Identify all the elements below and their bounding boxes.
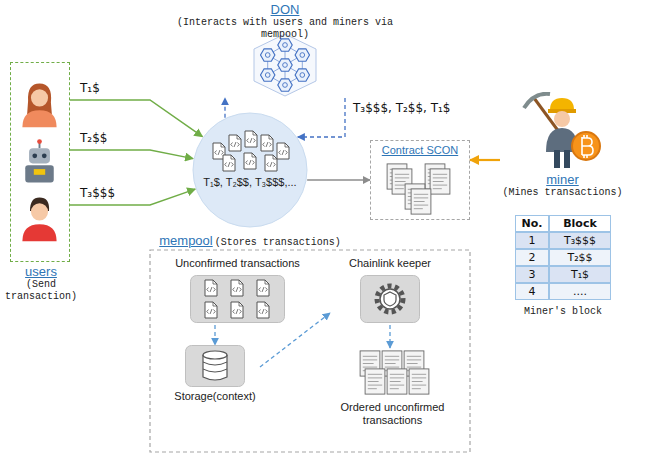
node-text: Chainlink keeper [330, 257, 450, 270]
node-text-area: miner(Mines transactions) [500, 92, 625, 199]
node-text-area: Chainlink keeper [330, 257, 450, 270]
miner-figure [520, 92, 605, 170]
node-text-area: Ordered unconfirmed transactions [325, 348, 460, 427]
node-heading: DON [150, 2, 420, 17]
node-text: (Mines transactions) [500, 187, 625, 199]
flow-arrow [389, 325, 390, 348]
node-text: Ordered unconfirmed transactions [325, 401, 460, 427]
node-text-area: DON(Interacts with users and miners via … [150, 2, 420, 41]
storage-icon [185, 345, 245, 387]
table-cell: T₃$$$ [549, 232, 611, 249]
ordered-box: Ordered unconfirmed transactions [325, 348, 460, 427]
transaction-label: T₂$$ [78, 131, 109, 145]
node-text: (Interacts with users and miners via mem… [150, 17, 420, 41]
unconfirmed-box: Unconfirmed transactions [165, 257, 310, 325]
flow-arrow [70, 150, 193, 159]
table-cell: .... [549, 283, 611, 300]
table-cell: T₁$ [549, 266, 611, 283]
network-node: DON(Interacts with users and miners via … [150, 2, 420, 98]
network-icon [245, 33, 325, 97]
contract-box: Contract SCON [370, 140, 470, 220]
table-cell: 3 [515, 266, 549, 283]
node-caption-area: users(Send transaction) [0, 264, 83, 303]
flow-arrow [214, 325, 215, 345]
flow-arrow [307, 179, 370, 181]
storage-box: Storage(context) [170, 345, 260, 403]
node-text: (Stores transactions) [215, 237, 341, 249]
node-text: Storage(context) [170, 390, 260, 403]
process-group-box [150, 250, 470, 452]
table-cell: 1 [515, 232, 549, 249]
node-heading: Contract SCON [371, 144, 469, 157]
transaction-label: T₃$$$ [78, 186, 117, 200]
table-caption: Miner's block [505, 306, 621, 317]
unconfirmed-icon [190, 275, 285, 323]
user-group-box: users(Send transaction) [10, 62, 70, 262]
node-text-area: Storage(context) [170, 345, 260, 403]
mempool-circle: mempool(Stores transactions)T₁$, T₂$$, T… [192, 112, 308, 228]
table-cell: Block [549, 215, 611, 232]
flow-arrow [470, 159, 500, 161]
table-cell: No. [515, 215, 549, 232]
table-cell: 2 [515, 249, 549, 266]
keeper-icon [360, 275, 420, 323]
node-heading: miner [500, 172, 625, 187]
node-heading: users [0, 264, 83, 279]
transaction-label: T₃$$$, T₂$$, T₁$ [351, 101, 453, 115]
node-heading: mempool [159, 233, 212, 248]
user-icons [11, 63, 68, 260]
mempool-circle-shape [192, 112, 308, 228]
ordered-pages-icon [355, 348, 430, 398]
node-text: Unconfirmed transactions [165, 257, 310, 270]
table-cell: 4 [515, 283, 549, 300]
keeper-box: Chainlink keeper [330, 257, 450, 325]
node-caption-area: mempool(Stores transactions) [120, 231, 380, 249]
flow-arrow [298, 98, 345, 137]
node-text-area: Contract SCON [371, 141, 469, 157]
node-text: (Send transaction) [0, 279, 83, 303]
contract-pages-icon [384, 161, 456, 216]
table-cell: T₂$$ [549, 249, 611, 266]
node-text: T₁$, T₂$$, T₃$$$,... [192, 176, 308, 189]
transaction-label: T₁$ [78, 81, 102, 95]
node-text-area: Unconfirmed transactions [165, 257, 310, 270]
miner-node: miner(Mines transactions) [500, 92, 625, 199]
flow-arrow [224, 98, 225, 118]
